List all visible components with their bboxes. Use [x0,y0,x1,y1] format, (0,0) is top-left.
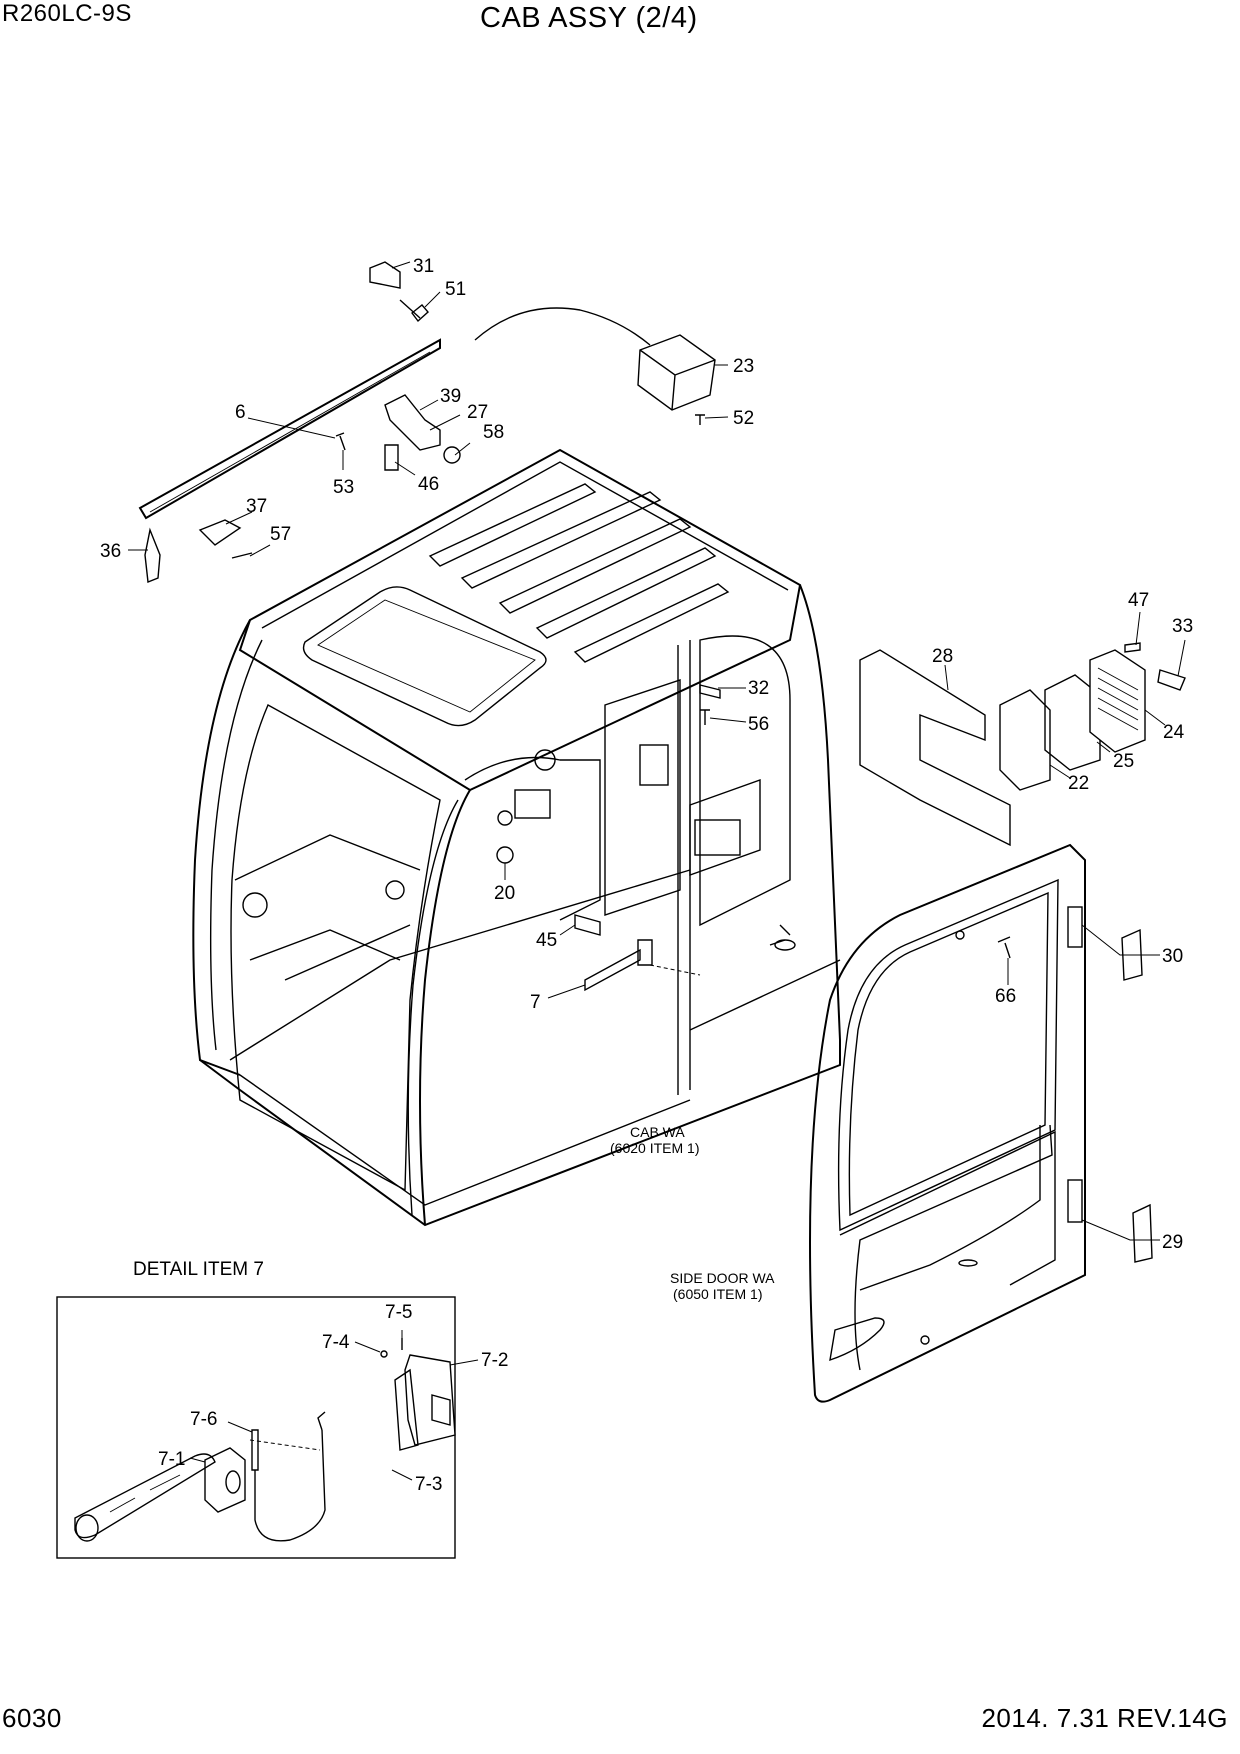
callout-57: 57 [270,524,291,545]
cab-frame [192,448,841,1227]
callout-32: 32 [748,678,769,699]
side-door-wa-ref: (6050 ITEM 1) [673,1286,762,1302]
callout-7-4: 7-4 [322,1332,350,1353]
callout-66: 66 [995,986,1016,1007]
callout-7-2: 7-2 [481,1350,508,1371]
side-door-wa-label: SIDE DOOR WA [670,1270,775,1286]
callout-7-6: 7-6 [190,1409,217,1430]
callout-22: 22 [1068,773,1089,794]
callout-20: 20 [494,883,515,904]
callout-33: 33 [1172,616,1193,637]
callout-6: 6 [235,402,246,423]
callout-36: 36 [100,541,121,562]
side-door [809,843,1086,1403]
callout-45: 45 [536,930,557,951]
detail-title: DETAIL ITEM 7 [133,1259,264,1280]
loose-parts [138,261,1186,1263]
callout-29: 29 [1162,1232,1183,1253]
callout-7-5: 7-5 [385,1302,412,1323]
callout-numbers: 31 51 23 52 39 27 58 6 53 46 37 57 36 47… [100,256,1193,1253]
callout-27: 27 [467,402,488,423]
callout-56: 56 [748,714,769,735]
callout-24: 24 [1163,722,1185,743]
callout-28: 28 [932,646,953,667]
callout-31: 31 [413,256,434,277]
page-title: CAB ASSY (2/4) [480,2,698,34]
detail-item-7: DETAIL ITEM 7 7-5 7-4 7-2 7-6 7-1 7- [56,1259,508,1559]
page-number: 6030 [2,1703,62,1733]
model-code: R260LC-9S [2,0,132,27]
assembly-notes: CAB WA (6020 ITEM 1) SIDE DOOR WA (6050 … [610,1124,775,1302]
callout-39: 39 [440,386,461,407]
callout-53: 53 [333,477,354,498]
callout-23: 23 [733,356,754,377]
callout-37: 37 [246,496,267,517]
callout-52: 52 [733,408,754,429]
callout-30: 30 [1162,946,1183,967]
callout-47: 47 [1128,590,1149,611]
callout-7-3: 7-3 [415,1474,442,1495]
callout-46: 46 [418,474,439,495]
callout-7: 7 [530,992,541,1013]
revision-date: 2014. 7.31 REV.14G [981,1703,1228,1733]
detail-frame [56,1296,456,1559]
cab-wa-label: CAB WA [630,1124,685,1140]
callout-51: 51 [445,279,466,300]
leader-lines [128,261,1186,1241]
callout-25: 25 [1113,751,1134,772]
callout-7-1: 7-1 [158,1449,185,1470]
callout-58: 58 [483,422,504,443]
cab-wa-ref: (6020 ITEM 1) [610,1140,699,1156]
